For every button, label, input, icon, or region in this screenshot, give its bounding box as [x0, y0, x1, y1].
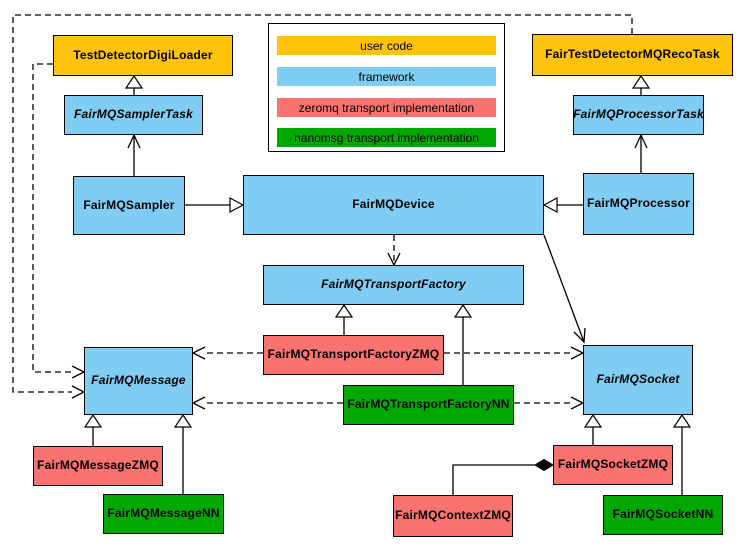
edge-socketzmq-socket — [583, 413, 603, 445]
node-fairmqtransportfactoryzmq: FairMQTransportFactoryZMQ — [263, 335, 444, 375]
node-fairmqdevice: FairMQDevice — [243, 175, 544, 235]
node-fairmqmessagenn: FairMQMessageNN — [103, 494, 224, 534]
node-fairmqtransportfactory: FairMQTransportFactory — [263, 265, 524, 305]
node-fairmqmessage: FairMQMessage — [84, 347, 193, 415]
edge-tfzmq-message — [191, 346, 263, 360]
edge-tfzmq-transportfactory — [334, 303, 354, 335]
legend-item-user-code: user code — [277, 36, 496, 55]
edge-tfnn-socket — [514, 396, 585, 410]
edge-processortask-recotask — [631, 74, 651, 95]
edge-device-socket — [543, 234, 586, 344]
edge-samplertask-digiloader — [124, 74, 144, 95]
node-fairmqprocessortask: FairMQProcessorTask — [573, 95, 704, 135]
edge-processor-processortask — [634, 133, 648, 173]
edge-tfnn-transportfactory — [453, 303, 473, 385]
legend-item-nanomsg: nanomsg transport implementation — [277, 128, 496, 147]
edge-sampler-device — [185, 196, 245, 214]
edge-socketnn-socket — [672, 413, 692, 495]
legend: user code framework zeromq transport imp… — [268, 23, 505, 152]
node-fairmqsamplertask: FairMQSamplerTask — [64, 95, 203, 135]
edge-processor-device — [542, 196, 583, 214]
edge-messagenn-message — [173, 413, 193, 494]
node-fairmqsampler: FairMQSampler — [73, 176, 185, 235]
edge-tfzmq-socket — [444, 346, 585, 360]
edge-sampler-samplertask — [127, 133, 141, 176]
node-fairmqsocketnn: FairMQSocketNN — [603, 495, 723, 535]
edge-tfnn-message — [191, 396, 343, 410]
node-fairmqsocketzmq: FairMQSocketZMQ — [553, 445, 673, 485]
legend-item-framework: framework — [277, 67, 496, 86]
edge-socketzmq-contextzmq — [452, 458, 554, 495]
node-fairmqcontextzmq: FairMQContextZMQ — [393, 495, 513, 537]
legend-item-zeromq: zeromq transport implementation — [277, 98, 496, 117]
node-fairmqtransportfactorynn: FairMQTransportFactoryNN — [343, 385, 514, 425]
node-fairmqmessagezmq: FairMQMessageZMQ — [33, 446, 163, 486]
node-testdetectordigiloader: TestDetectorDigiLoader — [53, 35, 233, 76]
node-fairmqprocessor: FairMQProcessor — [583, 173, 694, 235]
node-fairmqsocket: FairMQSocket — [583, 345, 693, 415]
node-fairtestdetectormqrecotask: FairTestDetectorMQRecoTask — [532, 34, 733, 76]
edge-device-transportfactory — [387, 235, 401, 267]
edge-messagezmq-message — [83, 413, 103, 446]
